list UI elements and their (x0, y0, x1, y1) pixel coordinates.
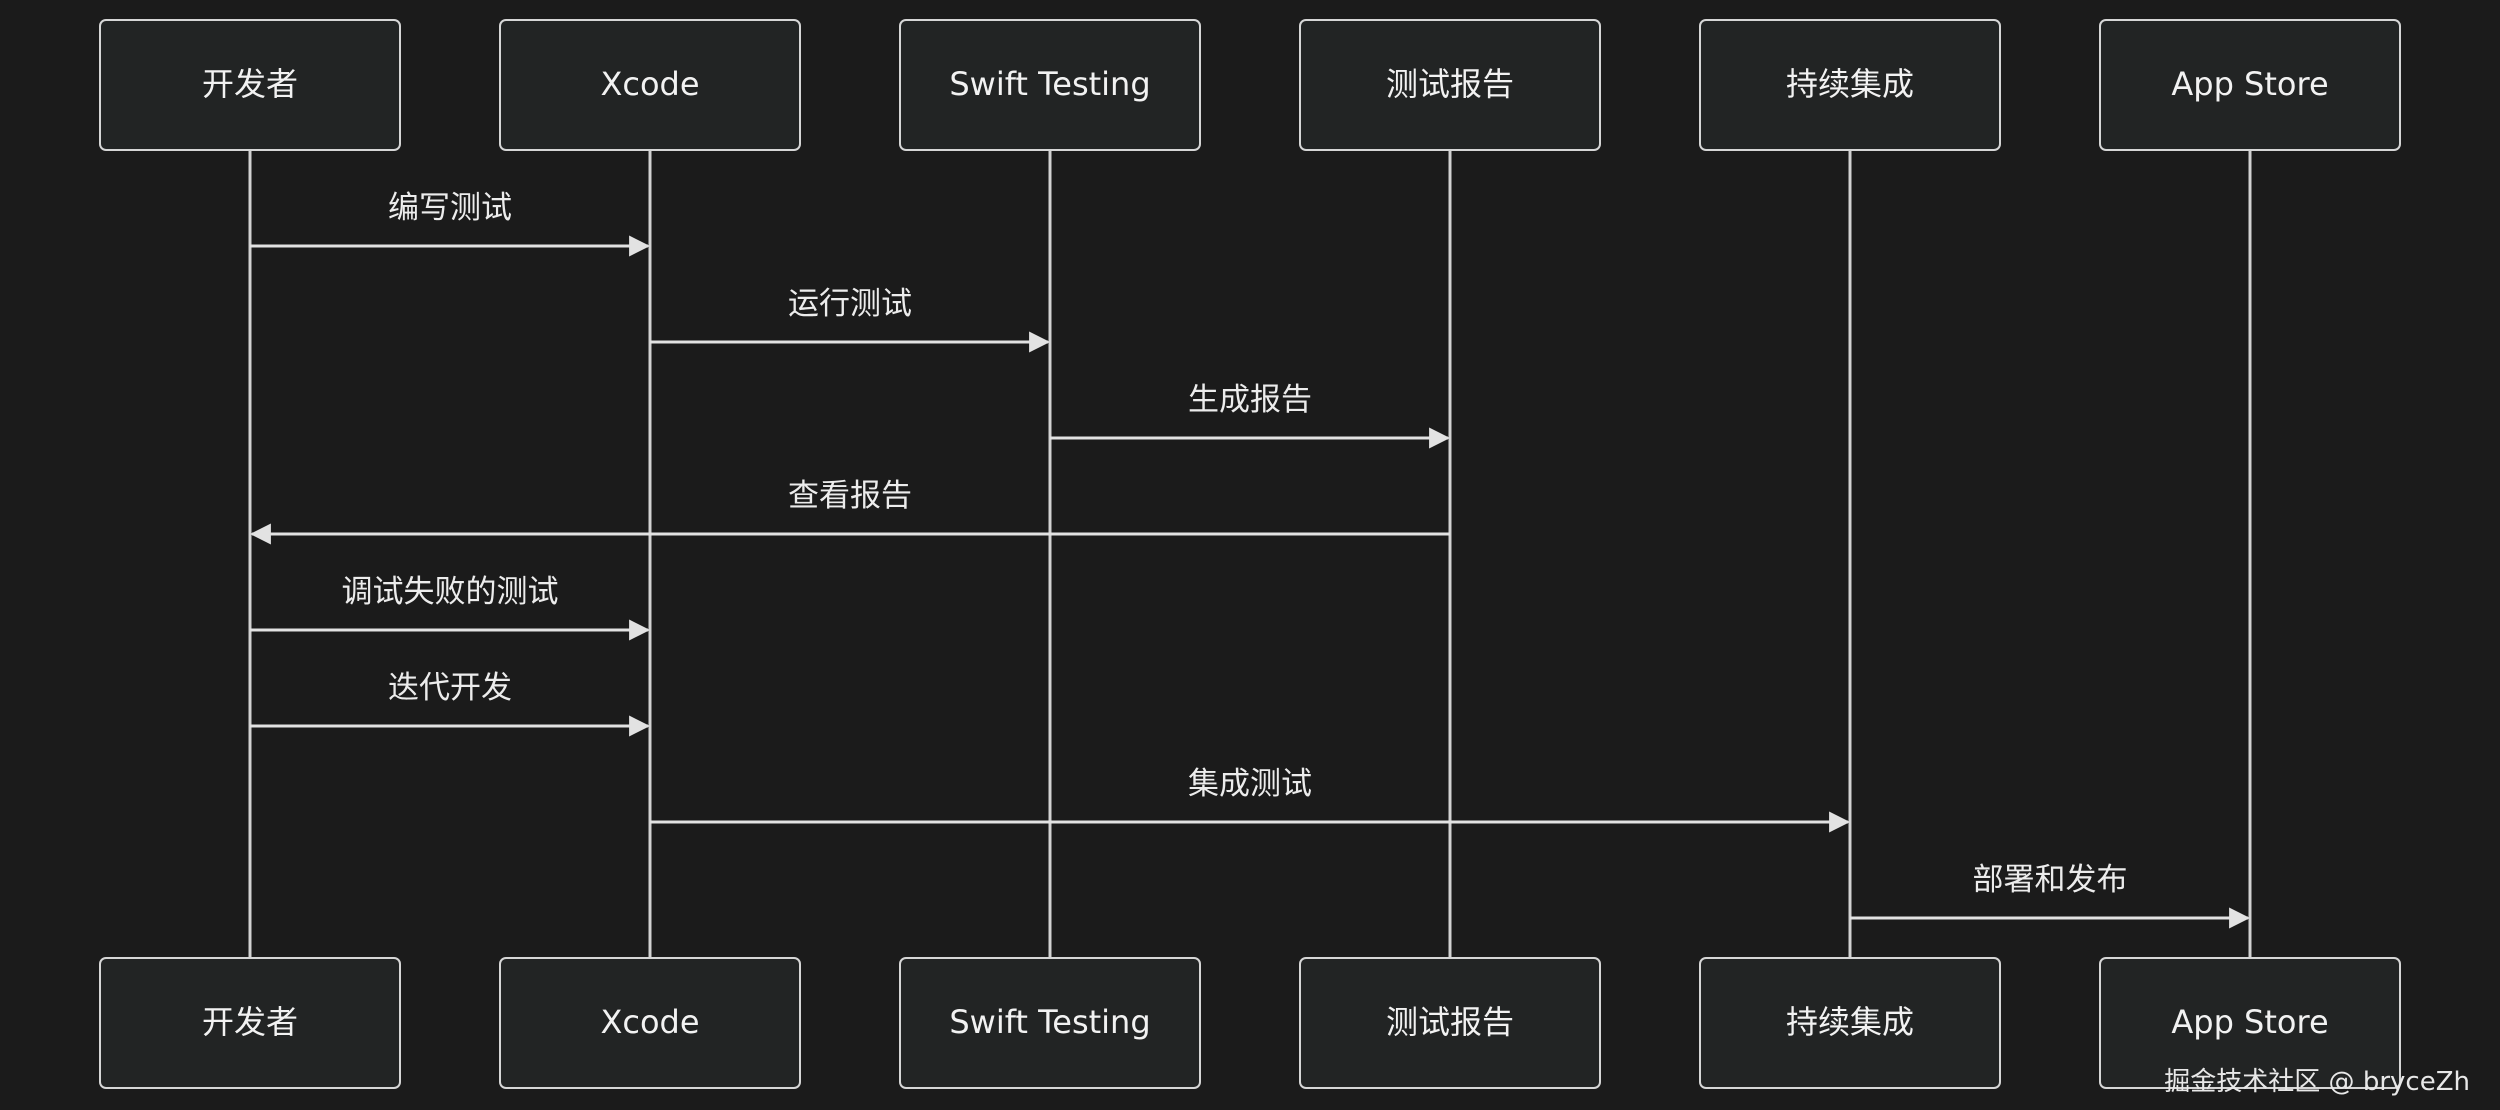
actor-label: 开发者 (202, 1003, 298, 1041)
message-label: 调试失败的测试 (342, 574, 559, 610)
actor-label: 持续集成 (1786, 65, 1914, 103)
message-label: 集成测试 (1188, 766, 1312, 802)
actor-top-appstore: App Store (2099, 19, 2401, 151)
message-8: 部署和发布 (1850, 862, 2251, 929)
actor-bottom-appstore: App Store (2099, 957, 2401, 1089)
actor-box (899, 957, 1201, 1089)
actors-bottom-group: 开发者 Xcode Swift Testing 测试报告 持续集成 App Store (99, 957, 2401, 1089)
actor-box (1299, 19, 1601, 151)
message-label: 编写测试 (388, 190, 512, 226)
actor-label: App Store (2171, 1003, 2328, 1041)
actor-label: Swift Testing (949, 1003, 1150, 1041)
actor-label: 开发者 (202, 65, 298, 103)
message-label: 生成报告 (1188, 382, 1312, 418)
actor-box (1299, 957, 1601, 1089)
message-label: 运行测试 (788, 286, 912, 322)
message-7: 集成测试 (650, 766, 1851, 833)
actor-bottom-report: 测试报告 (1299, 957, 1601, 1089)
actor-label: 测试报告 (1386, 65, 1514, 103)
actor-bottom-ci: 持续集成 (1699, 957, 2001, 1089)
message-4: 查看报告 (249, 478, 1450, 545)
actor-top-swift-testing: Swift Testing (899, 19, 1201, 151)
actor-box (99, 19, 401, 151)
actor-label: Xcode (600, 65, 699, 103)
actor-bottom-dev: 开发者 (99, 957, 401, 1089)
actors-top-group: 开发者 Xcode Swift Testing 测试报告 持续集成 App Store (99, 19, 2401, 151)
actor-box (99, 957, 401, 1089)
message-label: 部署和发布 (1973, 862, 2128, 898)
actor-label: 测试报告 (1386, 1003, 1514, 1041)
actor-box (499, 19, 801, 151)
actor-box (1699, 19, 2001, 151)
actor-box (899, 19, 1201, 151)
message-2: 运行测试 (650, 286, 1051, 353)
actor-bottom-swift-testing: Swift Testing (899, 957, 1201, 1089)
message-5: 调试失败的测试 (250, 574, 651, 641)
message-label: 迭代开发 (388, 670, 512, 706)
actor-label: App Store (2171, 65, 2328, 103)
message-label: 查看报告 (788, 478, 912, 514)
actor-label: Swift Testing (949, 65, 1150, 103)
actor-label: Xcode (600, 1003, 699, 1041)
message-6: 迭代开发 (250, 670, 651, 737)
actor-top-ci: 持续集成 (1699, 19, 2001, 151)
actor-top-xcode: Xcode (499, 19, 801, 151)
watermark: 掘金技术社区 @ bryceZh (2164, 1067, 2470, 1097)
actor-bottom-xcode: Xcode (499, 957, 801, 1089)
actor-top-report: 测试报告 (1299, 19, 1601, 151)
actor-box (2099, 19, 2401, 151)
lifelines-group (248, 150, 2252, 958)
actor-label: 持续集成 (1786, 1003, 1914, 1041)
actor-top-dev: 开发者 (99, 19, 401, 151)
actor-box (499, 957, 801, 1089)
actor-box (2099, 957, 2401, 1089)
message-1: 编写测试 (250, 190, 651, 257)
message-3: 生成报告 (1050, 382, 1451, 449)
actor-box (1699, 957, 2001, 1089)
